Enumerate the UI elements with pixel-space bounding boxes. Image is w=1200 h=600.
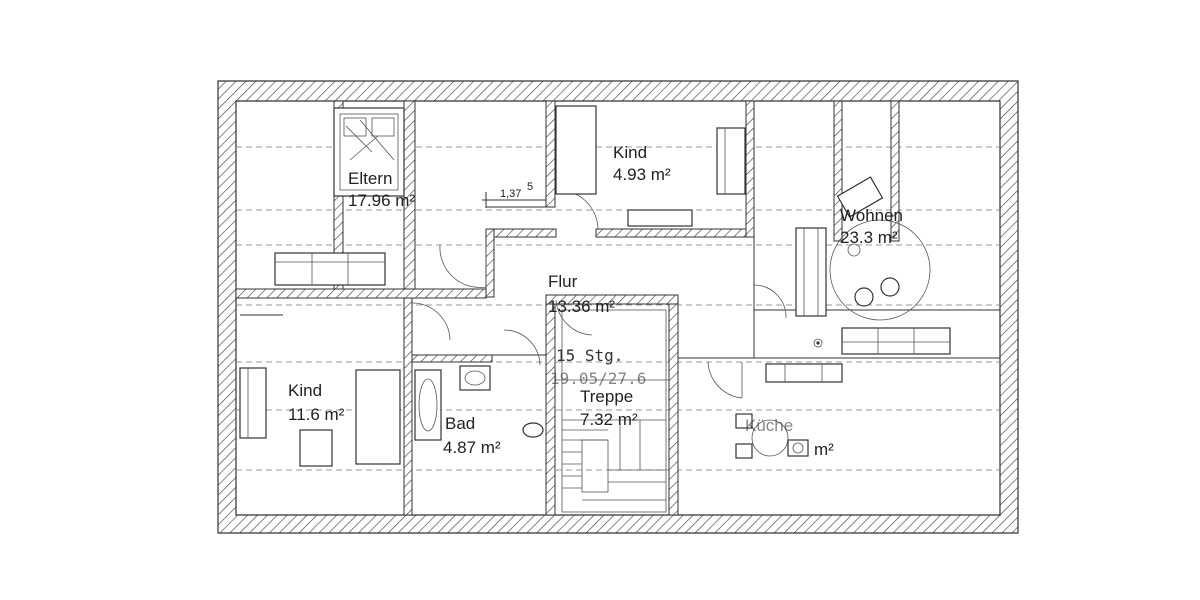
stair-rise-run: 19.05/27.6 — [550, 369, 646, 388]
partitions — [236, 206, 1000, 515]
room-area: m² — [814, 440, 834, 459]
room-labels: Eltern 17.96 m² Kind 4.93 m² Wohnen 23.3… — [288, 143, 903, 459]
room-area: 11.6 m² — [288, 405, 345, 424]
furniture — [239, 105, 951, 467]
room-flur: Flur 13.36 m² — [548, 272, 615, 316]
room-kind-2: Kind 11.6 m² — [288, 381, 345, 424]
stair-steps: 15 Stg. — [556, 346, 623, 365]
dimension-line: 1,37 5 — [482, 181, 546, 208]
room-name: Flur — [548, 272, 578, 291]
room-name: Eltern — [348, 169, 392, 188]
dimension-value: 1,37 — [500, 188, 521, 200]
interior-walls — [235, 100, 900, 516]
room-area: 13.36 m² — [548, 297, 615, 316]
room-wohnen: Wohnen 23.3 m² — [840, 206, 903, 247]
room-area: 23.3 m² — [840, 228, 898, 247]
room-name: Küche — [745, 416, 793, 435]
room-name: Kind — [288, 381, 322, 400]
room-name: Treppe — [580, 387, 633, 406]
room-name: Wohnen — [840, 206, 903, 225]
room-area: 17.96 m² — [348, 191, 415, 210]
staircase — [555, 309, 669, 513]
room-bad: Bad 4.87 m² — [443, 414, 501, 457]
room-name: Bad — [445, 414, 475, 433]
room-kueche: Küche m² — [745, 416, 834, 459]
room-area: 4.87 m² — [443, 438, 501, 457]
room-area: 4.93 m² — [613, 165, 671, 184]
room-name: Kind — [613, 143, 647, 162]
room-treppe: 15 Stg. 19.05/27.6 Treppe 7.32 m² — [550, 346, 646, 429]
room-area: 7.32 m² — [580, 410, 638, 429]
outer-walls — [217, 80, 1019, 534]
room-kind-1: Kind 4.93 m² — [613, 143, 671, 184]
room-eltern: Eltern 17.96 m² — [348, 169, 415, 210]
dimension-superscript: 5 — [527, 181, 533, 193]
